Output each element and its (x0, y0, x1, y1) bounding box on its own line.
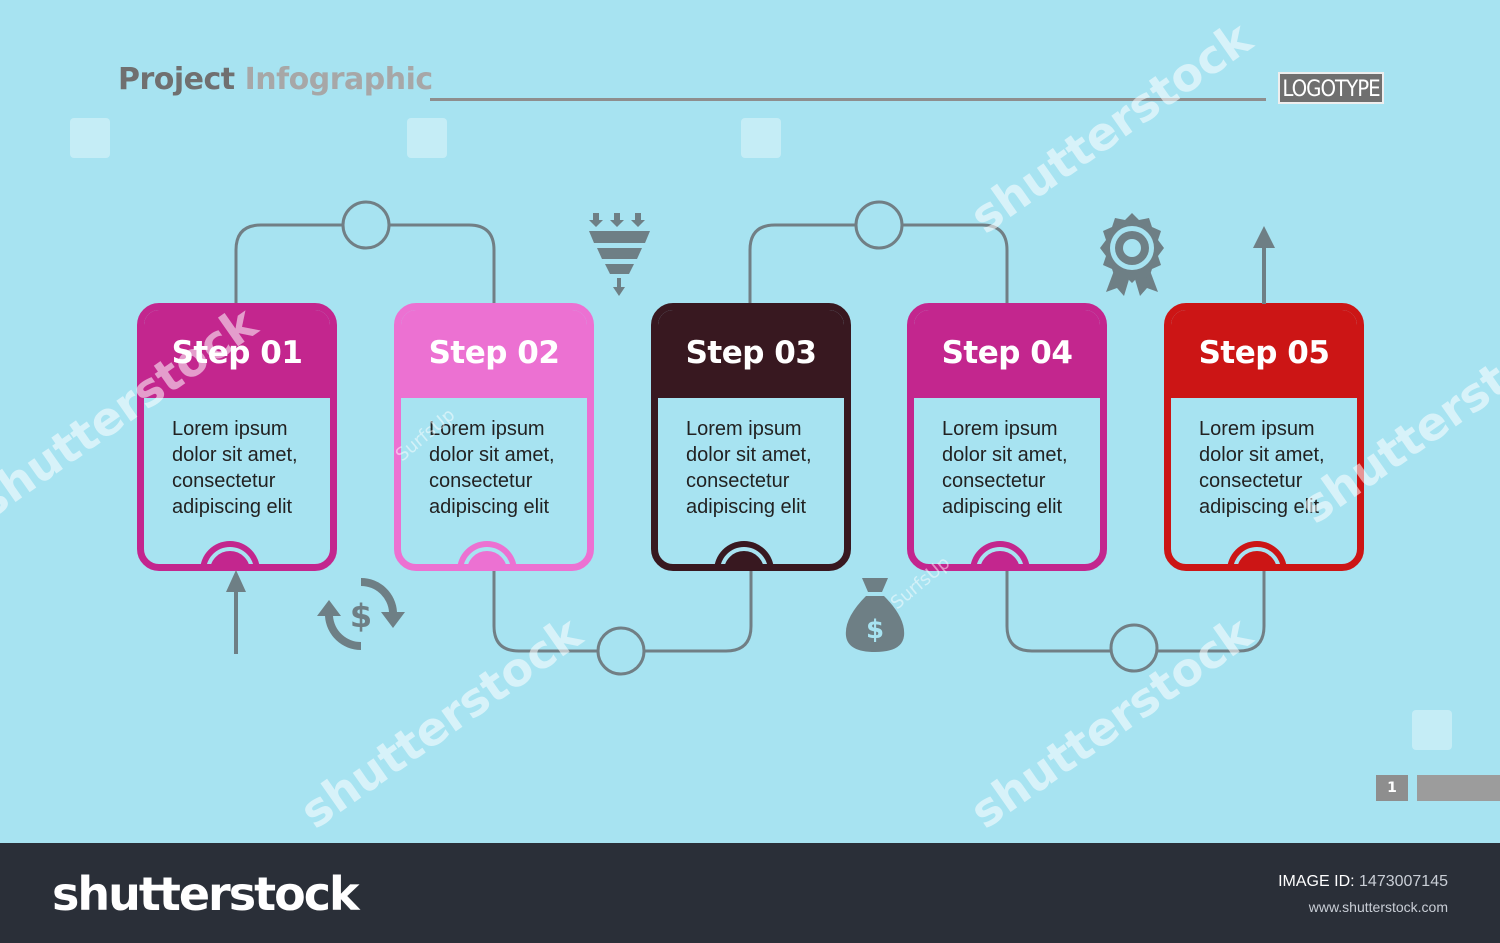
award-badge-icon (1100, 213, 1164, 296)
step-label: Step 02 (401, 310, 587, 398)
money-bag-icon: $ (845, 578, 905, 652)
step-text: Lorem ipsum dolor sit amet, consectetur … (686, 418, 812, 518)
step-label: Step 01 (144, 310, 330, 398)
connector-node-bottom-1 (596, 626, 646, 676)
step-text: Lorem ipsum dolor sit amet, consectetur … (1199, 418, 1325, 518)
footer-image-id: IMAGE ID: 1473007145 (1278, 873, 1448, 891)
dollar-cycle-icon: $ (317, 577, 405, 651)
connector-node-top-2 (854, 200, 904, 250)
step-tab (970, 541, 1030, 564)
arrow-up-icon (226, 570, 246, 654)
connector-node-top-1 (341, 200, 391, 250)
image-id-label: IMAGE ID: (1278, 873, 1355, 890)
step-tab (457, 541, 517, 564)
title-word-project: Project (118, 62, 235, 97)
page-title: Project Infographic (118, 62, 433, 97)
funnel-icon (589, 213, 650, 296)
connector-bottom-1 (492, 570, 753, 653)
footer-bar: shutterstock IMAGE ID: 1473007145 www.sh… (0, 843, 1500, 943)
step-text: Lorem ipsum dolor sit amet, consectetur … (172, 418, 298, 518)
step-text: Lorem ipsum dolor sit amet, consectetur … (942, 418, 1068, 518)
step-tab (1227, 541, 1287, 564)
step-card-04: Step 04 Lorem ipsum dolor sit amet, cons… (907, 303, 1107, 571)
footer-brand-logo: shutterstock (52, 867, 360, 921)
svg-text:$: $ (350, 597, 372, 635)
logotype-badge: LOGOTYPE (1278, 72, 1384, 104)
connector-node-bottom-2 (1109, 623, 1159, 673)
icon-layer: $ $ (226, 213, 1275, 654)
step-card-01: Step 01 Lorem ipsum dolor sit amet, cons… (137, 303, 337, 571)
image-id-value: 1473007145 (1359, 873, 1448, 890)
page-bar (1417, 775, 1500, 801)
footer-url: www.shutterstock.com (1308, 899, 1448, 915)
connector-top-1 (234, 223, 496, 305)
connector-top-2 (748, 223, 1009, 305)
step-card-03: Step 03 Lorem ipsum dolor sit amet, cons… (651, 303, 851, 571)
arrow-up-icon-2 (1253, 226, 1275, 304)
title-divider (430, 98, 1266, 101)
title-word-infographic: Infographic (244, 62, 434, 97)
step-tab (714, 541, 774, 564)
page-number: 1 (1376, 775, 1408, 801)
step-label: Step 04 (914, 310, 1100, 398)
connector-lines (234, 200, 1266, 676)
step-card-02: Step 02 Lorem ipsum dolor sit amet, cons… (394, 303, 594, 571)
step-label: Step 03 (658, 310, 844, 398)
connector-bottom-2 (1005, 570, 1266, 653)
svg-text:$: $ (866, 615, 884, 645)
step-tab (200, 541, 260, 564)
slide: Project Infographic LOGOTYPE Step 01 Lor… (0, 9, 1500, 840)
step-text: Lorem ipsum dolor sit amet, consectetur … (429, 418, 555, 518)
step-card-05: Step 05 Lorem ipsum dolor sit amet, cons… (1164, 303, 1364, 571)
step-label: Step 05 (1171, 310, 1357, 398)
